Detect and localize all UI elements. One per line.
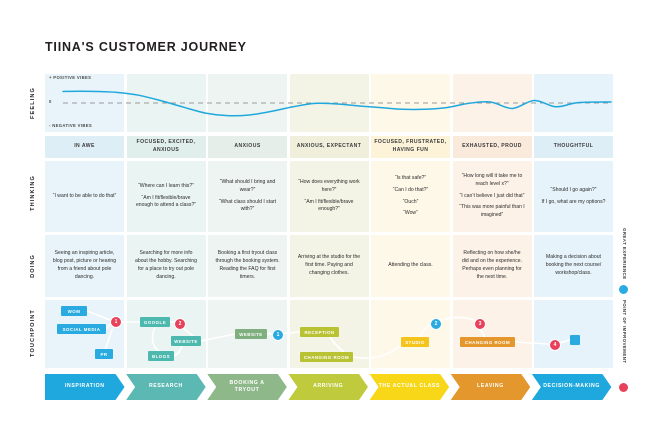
stage-chevron-4[interactable]	[288, 374, 368, 400]
thinking-quote: If I go, what are my options?	[541, 198, 606, 205]
stage-chevron-7[interactable]	[531, 374, 612, 400]
doing-text: Booking a first tryout class through the…	[215, 250, 280, 280]
doing-text: Making a decision about booking the next…	[545, 254, 602, 276]
touchpoint-pill-blogs[interactable]: BLOGS	[148, 351, 174, 361]
touchpoint-cell-7	[534, 300, 613, 368]
touchpoint-pill-google[interactable]: GOOGLE	[140, 317, 170, 327]
thinking-quote: “Is that safe?”	[394, 174, 427, 181]
thinking-quote: “What class should I start with?”	[218, 198, 277, 213]
feeling-cell-6	[452, 74, 532, 132]
stage-chevron-3[interactable]	[207, 374, 287, 400]
feeling-curve-chart: + POSITIVE VIBES 0 - NEGATIVE VIBES	[45, 74, 613, 132]
thinking-quote: “Am I fit/flexible/brave enough?”	[304, 198, 354, 213]
doing-text: Searching for more info about the hobby.…	[135, 250, 197, 280]
thinking-quote: “Wow”	[403, 210, 418, 217]
experience-marker-1[interactable]: 1	[110, 316, 122, 328]
experience-marker-3[interactable]: 3	[474, 318, 486, 330]
feeling-header-text: ANXIOUS	[234, 143, 261, 150]
feeling-header-1: IN AWE	[45, 136, 124, 158]
experience-marker-4[interactable]: 4	[549, 339, 561, 351]
doing-text: Attending the class.	[388, 262, 433, 269]
touchpoint-pill-website[interactable]: WEBSITE	[171, 336, 201, 346]
feeling-header-text: IN AWE	[74, 143, 95, 150]
feeling-header-text: ANXIOUS, EXPECTANT	[296, 143, 362, 150]
experience-marker-2[interactable]: 2	[430, 318, 442, 330]
feeling-header-5: FOCUSED, FRUSTRATED, HAVING FUN	[371, 136, 450, 158]
doing-text: Seeing an inspiring article, blog post, …	[52, 250, 117, 280]
stage-chevron-6[interactable]	[450, 374, 531, 400]
thinking-quote: “This was more painful than I imagined”	[459, 204, 525, 219]
thinking-cell-2: “Where can I learn this?” “Am I fit/flexi…	[126, 161, 206, 232]
touchpoint-cell-6	[452, 300, 532, 368]
feeling-header-text: FOCUSED, FRUSTRATED, HAVING FUN	[374, 139, 447, 153]
feeling-header-6: EXHAUSTED, PROUD	[452, 136, 532, 158]
emotion-curve-line	[62, 90, 612, 117]
thinking-cell-6: “How long will it take me to reach level…	[452, 161, 532, 232]
feeling-header-4: ANXIOUS, EXPECTANT	[289, 136, 369, 158]
page-title: TIINA'S CUSTOMER JOURNEY	[45, 40, 247, 54]
feeling-header-2: FOCUSED, EXCITED, ANXIOUS	[126, 136, 206, 158]
thinking-cell-4: “How does everything work here?” “Am I fi…	[289, 161, 369, 232]
legend-label-2: POINT OF IMPROVEMENT	[622, 300, 627, 364]
doing-text: Arriving at the studio for the first tim…	[297, 254, 361, 276]
doing-cell-2: Searching for more info about the hobby.…	[126, 235, 206, 297]
thinking-quote: “What should I bring and wear?”	[219, 178, 276, 193]
row-label-touchpoint: TOUCHPOINT	[30, 288, 36, 378]
touchpoint-pill-changing-room[interactable]: CHANGING ROOM	[460, 337, 515, 347]
thinking-cell-5: “Is that safe?” “Can I do that?” “Ouch” “Wo…	[371, 161, 450, 232]
axis-label-negative: - NEGATIVE VIBES	[49, 123, 92, 128]
thinking-quote: “Can I do that?”	[392, 186, 429, 193]
row-label-feeling-text: FEELING	[30, 87, 36, 119]
touchpoint-pill-social-media[interactable]: SOCIAL MEDIA	[57, 324, 106, 334]
thinking-quote: “I want to be able to do that”	[52, 192, 117, 199]
touchpoint-pill-changing-room[interactable]: CHANGING ROOM	[300, 352, 353, 362]
row-label-touchpoint-text: TOUCHPOINT	[30, 309, 36, 357]
legend-dot-1	[619, 285, 628, 294]
axis-label-zero: 0	[49, 99, 52, 104]
doing-cell-6: Reflecting on how she/he did and on the …	[452, 235, 532, 297]
doing-cell-5: Attending the class.	[371, 235, 450, 297]
thinking-quote: “How does everything work here?”	[298, 178, 360, 193]
stage-chevrons-svg	[45, 374, 612, 400]
thinking-quote: “I can’t believe I just did that”	[459, 192, 525, 199]
touchpoint-pill-studio[interactable]: STUDIO	[401, 337, 429, 347]
legend-label-1: GREAT EXPERIENCE	[622, 228, 627, 280]
thinking-cell-1: “I want to be able to do that”	[45, 161, 124, 232]
thinking-cell-7: “Should I go again?” If I go, what are my…	[534, 161, 613, 232]
doing-cell-3: Booking a first tryout class through the…	[208, 235, 287, 297]
experience-marker-2[interactable]: 2	[174, 318, 186, 330]
touchpoint-cell-5	[371, 300, 450, 368]
touchpoint-pill-wom[interactable]: WOM	[61, 306, 87, 316]
stage-chevron-5[interactable]	[369, 374, 450, 400]
touchpoint-pill-website[interactable]: WEBSITE	[235, 329, 267, 339]
feeling-header-text: EXHAUSTED, PROUD	[462, 143, 522, 150]
touchpoint-pill-reception[interactable]: RECEPTION	[300, 327, 339, 337]
feeling-header-3: ANXIOUS	[208, 136, 287, 158]
doing-cell-7: Making a decision about booking the next…	[534, 235, 613, 297]
feeling-header-7: THOUGHTFUL	[534, 136, 613, 158]
legend-dot-2	[619, 383, 628, 392]
experience-marker-1[interactable]: 1	[272, 329, 284, 341]
thinking-quote: “How long will it take me to reach level…	[461, 172, 523, 187]
thinking-quote: “Am I fit/flexible/brave enough to atten…	[135, 194, 197, 209]
doing-cell-4: Arriving at the studio for the first tim…	[289, 235, 369, 297]
doing-cell-1: Seeing an inspiring article, blog post, …	[45, 235, 124, 297]
thinking-quote: “Ouch”	[402, 198, 419, 205]
touchpoint-pill-pr[interactable]: PR	[95, 349, 113, 359]
row-label-feeling: FEELING	[30, 58, 36, 148]
thinking-cell-3: “What should I bring and wear?” “What cla…	[208, 161, 287, 232]
thinking-quote: “Should I go again?”	[550, 186, 597, 193]
stage-chevron-2[interactable]	[126, 374, 206, 400]
feeling-header-text: THOUGHTFUL	[553, 143, 594, 150]
axis-label-positive: + POSITIVE VIBES	[49, 75, 92, 80]
emotion-curve-svg	[62, 90, 612, 117]
doing-text: Reflecting on how she/he did and on the …	[461, 250, 523, 280]
thinking-quote: “Where can I learn this?”	[138, 182, 194, 189]
stage-chevron-1[interactable]	[45, 374, 125, 400]
touchpoint-pill-unlabeled[interactable]	[570, 335, 580, 345]
feeling-header-text: FOCUSED, EXCITED, ANXIOUS	[136, 139, 196, 153]
